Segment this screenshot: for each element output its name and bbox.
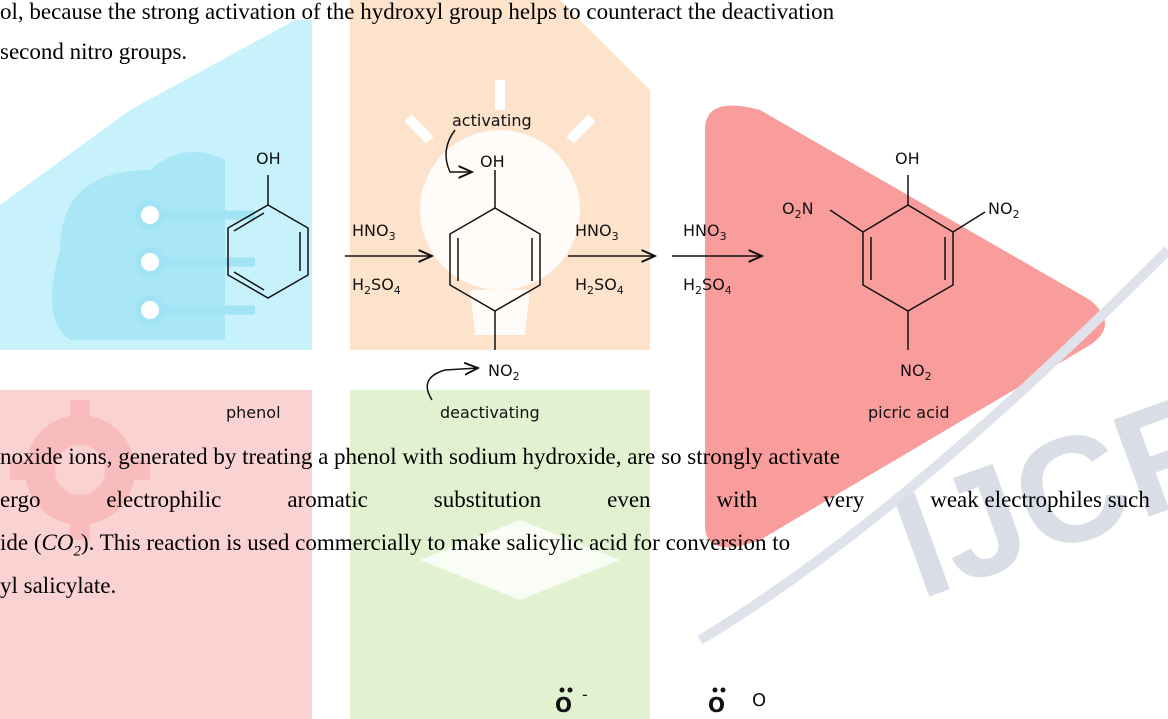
gear-icon [10, 400, 150, 540]
word: electrophilic [106, 487, 222, 512]
svg-text:-: - [582, 685, 588, 704]
deactivating-arrow [426, 368, 478, 401]
word: very [823, 487, 865, 512]
word: weak electrophiles such [930, 487, 1150, 512]
graduation-cap-icon [420, 520, 620, 600]
watermark-play-triangle [705, 105, 1105, 548]
reagent-bottom: H2SO4 [683, 275, 732, 297]
word: substitution [433, 487, 542, 512]
reagent-top: HNO3 [352, 221, 396, 243]
nitrophenol-structure [449, 170, 541, 350]
paragraph-line: ol, because the strong activation of the… [0, 0, 835, 24]
svg-text:O: O [555, 693, 572, 717]
deactivating-label: deactivating [440, 403, 540, 422]
svg-text:O: O [708, 693, 725, 717]
reagent-bottom: H2SO4 [575, 275, 624, 297]
word: ergo [0, 487, 41, 512]
paragraph-line: second nitro groups. [0, 39, 188, 64]
word: even [607, 487, 651, 512]
picric-acid-structure [829, 175, 986, 350]
paragraph-line: noxide ions, generated by treating a phe… [0, 444, 840, 469]
intermediate-no2-label: NO2 [488, 361, 520, 383]
co2-formula: CO2 [41, 530, 81, 560]
activating-label: activating [452, 111, 532, 130]
circuit-icon [52, 152, 255, 340]
word: with [716, 487, 758, 512]
phenoxide-oxygen: O - [555, 685, 588, 717]
phenol-oh-label: OH [256, 149, 281, 168]
picric-oh-label: OH [895, 149, 920, 168]
reagent-top: HNO3 [575, 221, 619, 243]
reagent-top: HNO3 [683, 221, 727, 243]
phenol-name: phenol [226, 403, 281, 422]
paragraph-line: yl salicylate. [0, 573, 117, 598]
justified-line: ergo electrophilic aromatic substitution… [0, 485, 1150, 515]
picric-bottom-no2-label: NO2 [900, 361, 932, 383]
word: aromatic [287, 487, 368, 512]
activating-arrow [445, 129, 472, 172]
intermediate-oh-label: OH [480, 152, 505, 171]
salicylate-oxygen: O O [708, 687, 766, 717]
reagent-bottom: H2SO4 [352, 275, 401, 297]
picric-acid-name: picric acid [868, 403, 950, 422]
watermark-swoosh [697, 246, 1168, 645]
phenol-structure [227, 175, 309, 299]
svg-text:O: O [752, 690, 766, 711]
picric-right-no2-label: NO2 [988, 199, 1020, 221]
picric-left-no2-label: O2N [782, 199, 814, 221]
paragraph-line: ide (CO2). This reaction is used commerc… [0, 530, 791, 560]
